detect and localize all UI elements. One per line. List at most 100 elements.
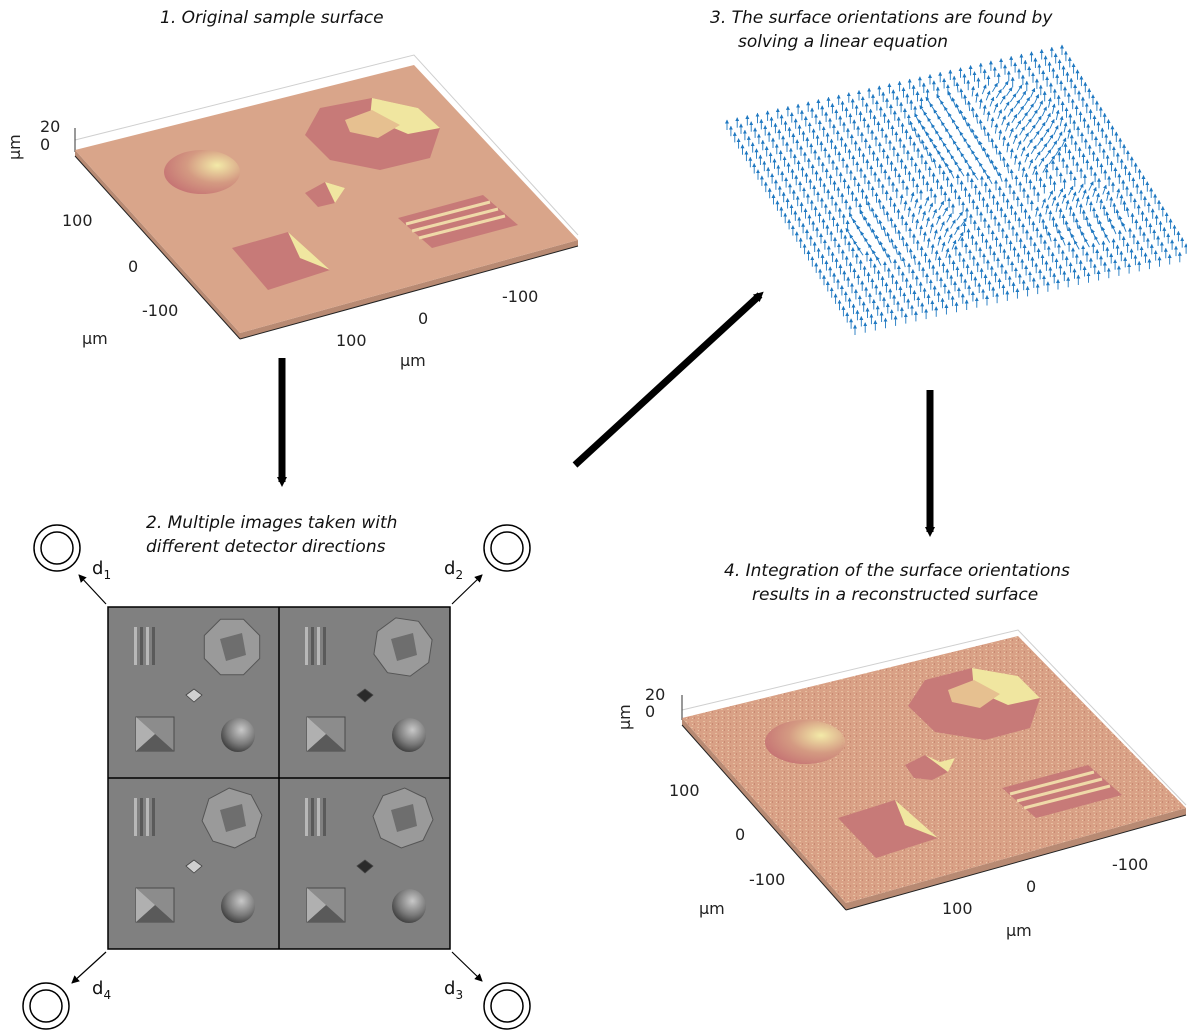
orientation-vector	[1060, 235, 1066, 246]
orientation-vector	[1011, 113, 1018, 124]
plot4-small-feature	[905, 755, 955, 780]
orientation-vector	[924, 145, 929, 156]
orientation-vector	[871, 228, 877, 239]
orientation-vector	[886, 232, 891, 243]
orientation-vector	[1119, 194, 1124, 205]
plot4-pyramid-feature	[838, 800, 938, 858]
orientation-vector	[978, 140, 984, 151]
sem-grating-line	[311, 627, 314, 665]
sem-grating-line	[305, 798, 308, 836]
step1-caption: 1. Original sample surface	[160, 8, 384, 28]
orientation-vector	[982, 125, 987, 136]
orientation-vector	[1041, 198, 1046, 209]
orientation-vector	[1009, 148, 1014, 159]
orientation-vector	[959, 109, 964, 120]
plot4-base-side	[682, 718, 1186, 910]
sem-grating-line	[323, 627, 326, 665]
orientation-vector	[912, 254, 917, 265]
orientation-vector	[994, 165, 999, 176]
plot4-octagon-top	[948, 680, 1000, 708]
orientation-vector	[897, 250, 902, 262]
orientation-vector	[1008, 127, 1014, 138]
plot4-pyramid-light	[895, 800, 938, 838]
orientation-vector	[1055, 201, 1060, 213]
orientation-vector	[999, 95, 1006, 105]
orientation-vector	[1064, 220, 1069, 231]
detector-d1: d1	[33, 524, 111, 605]
plot4-grating-ridge	[1016, 777, 1103, 803]
orientation-vector	[943, 227, 949, 238]
orientation-vector	[990, 137, 995, 149]
orientation-vector	[994, 123, 999, 134]
orientation-vector	[920, 139, 925, 150]
orientation-vector	[1009, 93, 1017, 103]
sem-panel	[134, 787, 263, 923]
orientation-vector	[1026, 138, 1033, 148]
orientation-vector	[1067, 128, 1072, 139]
step2-caption-line2: different detector directions	[146, 537, 386, 557]
orientation-vector	[1096, 192, 1100, 204]
orientation-vector	[889, 217, 894, 228]
detector-d3-inner-ring	[490, 989, 524, 1023]
orientation-vector	[955, 82, 960, 93]
orientation-vector	[1033, 130, 1040, 140]
orientation-vector	[951, 97, 957, 108]
orientation-vector	[1034, 94, 1040, 104]
orientation-vector	[995, 88, 1002, 99]
orientation-vector	[978, 119, 983, 130]
orientation-vector	[1027, 103, 1034, 113]
orientation-vector	[959, 88, 964, 99]
detector-d4-label: d4	[92, 978, 111, 1002]
plot1-z-tick: 20	[40, 117, 60, 136]
plot1-y-tick: -100	[142, 301, 178, 320]
orientation-vector	[933, 229, 938, 240]
orientation-vector	[1078, 183, 1084, 194]
plot1-pyramid-feature	[232, 232, 330, 290]
orientation-vector	[913, 126, 918, 138]
orientation-vector	[901, 256, 906, 268]
orientation-vector	[925, 131, 932, 142]
detector-d3-label: d3	[444, 978, 463, 1002]
sem-grating-line	[146, 798, 149, 836]
plot1-grating-ridge	[405, 200, 491, 226]
orientation-vector	[1063, 122, 1068, 133]
orientation-vector	[1084, 237, 1090, 248]
orientation-vector	[1115, 209, 1120, 220]
orientation-vector	[1031, 109, 1038, 119]
plot4-axis-box	[681, 629, 1187, 806]
plot4-y-tick: -100	[749, 870, 785, 889]
orientation-vector	[955, 103, 961, 114]
orientation-vector	[932, 208, 937, 219]
plot4-small-feature-light	[925, 755, 955, 772]
orientation-vector	[971, 86, 975, 97]
detector-d4: d4	[22, 951, 111, 1030]
orientation-vector	[998, 150, 1003, 161]
sem-octagon-facet	[220, 633, 246, 661]
plot1-pyramid-light	[288, 232, 330, 270]
orientation-vector	[1044, 149, 1052, 159]
orientation-vector	[1038, 157, 1045, 167]
orientation-vector	[908, 248, 913, 259]
orientation-vector	[852, 218, 859, 229]
orientation-vector	[994, 144, 999, 155]
orientation-vector	[974, 134, 980, 145]
orientation-vector	[863, 216, 869, 227]
plot1-small-pyramid-light	[325, 182, 345, 203]
plot4-z-tick: 0	[645, 702, 655, 721]
plot1-x-tick: 0	[418, 309, 428, 328]
orientation-vector	[1006, 87, 1013, 97]
orientation-vector	[978, 98, 983, 109]
orientation-vector	[1055, 146, 1062, 156]
orientation-vector	[914, 112, 920, 123]
orientation-vector	[864, 237, 870, 248]
orientation-vector	[982, 146, 988, 157]
arrow-step2-to-step3	[572, 291, 764, 468]
orientation-vector	[868, 243, 874, 254]
orientation-vector	[1053, 125, 1059, 135]
orientation-vector	[1023, 132, 1029, 142]
plot1-original-surface: 20 0 µm 100 0 -100 µm 100 0 -100 µm	[5, 54, 579, 370]
orientation-vector	[856, 225, 863, 235]
orientation-vector	[1057, 187, 1064, 198]
sem-grating-line	[140, 627, 143, 665]
orientation-vector	[1016, 84, 1023, 94]
